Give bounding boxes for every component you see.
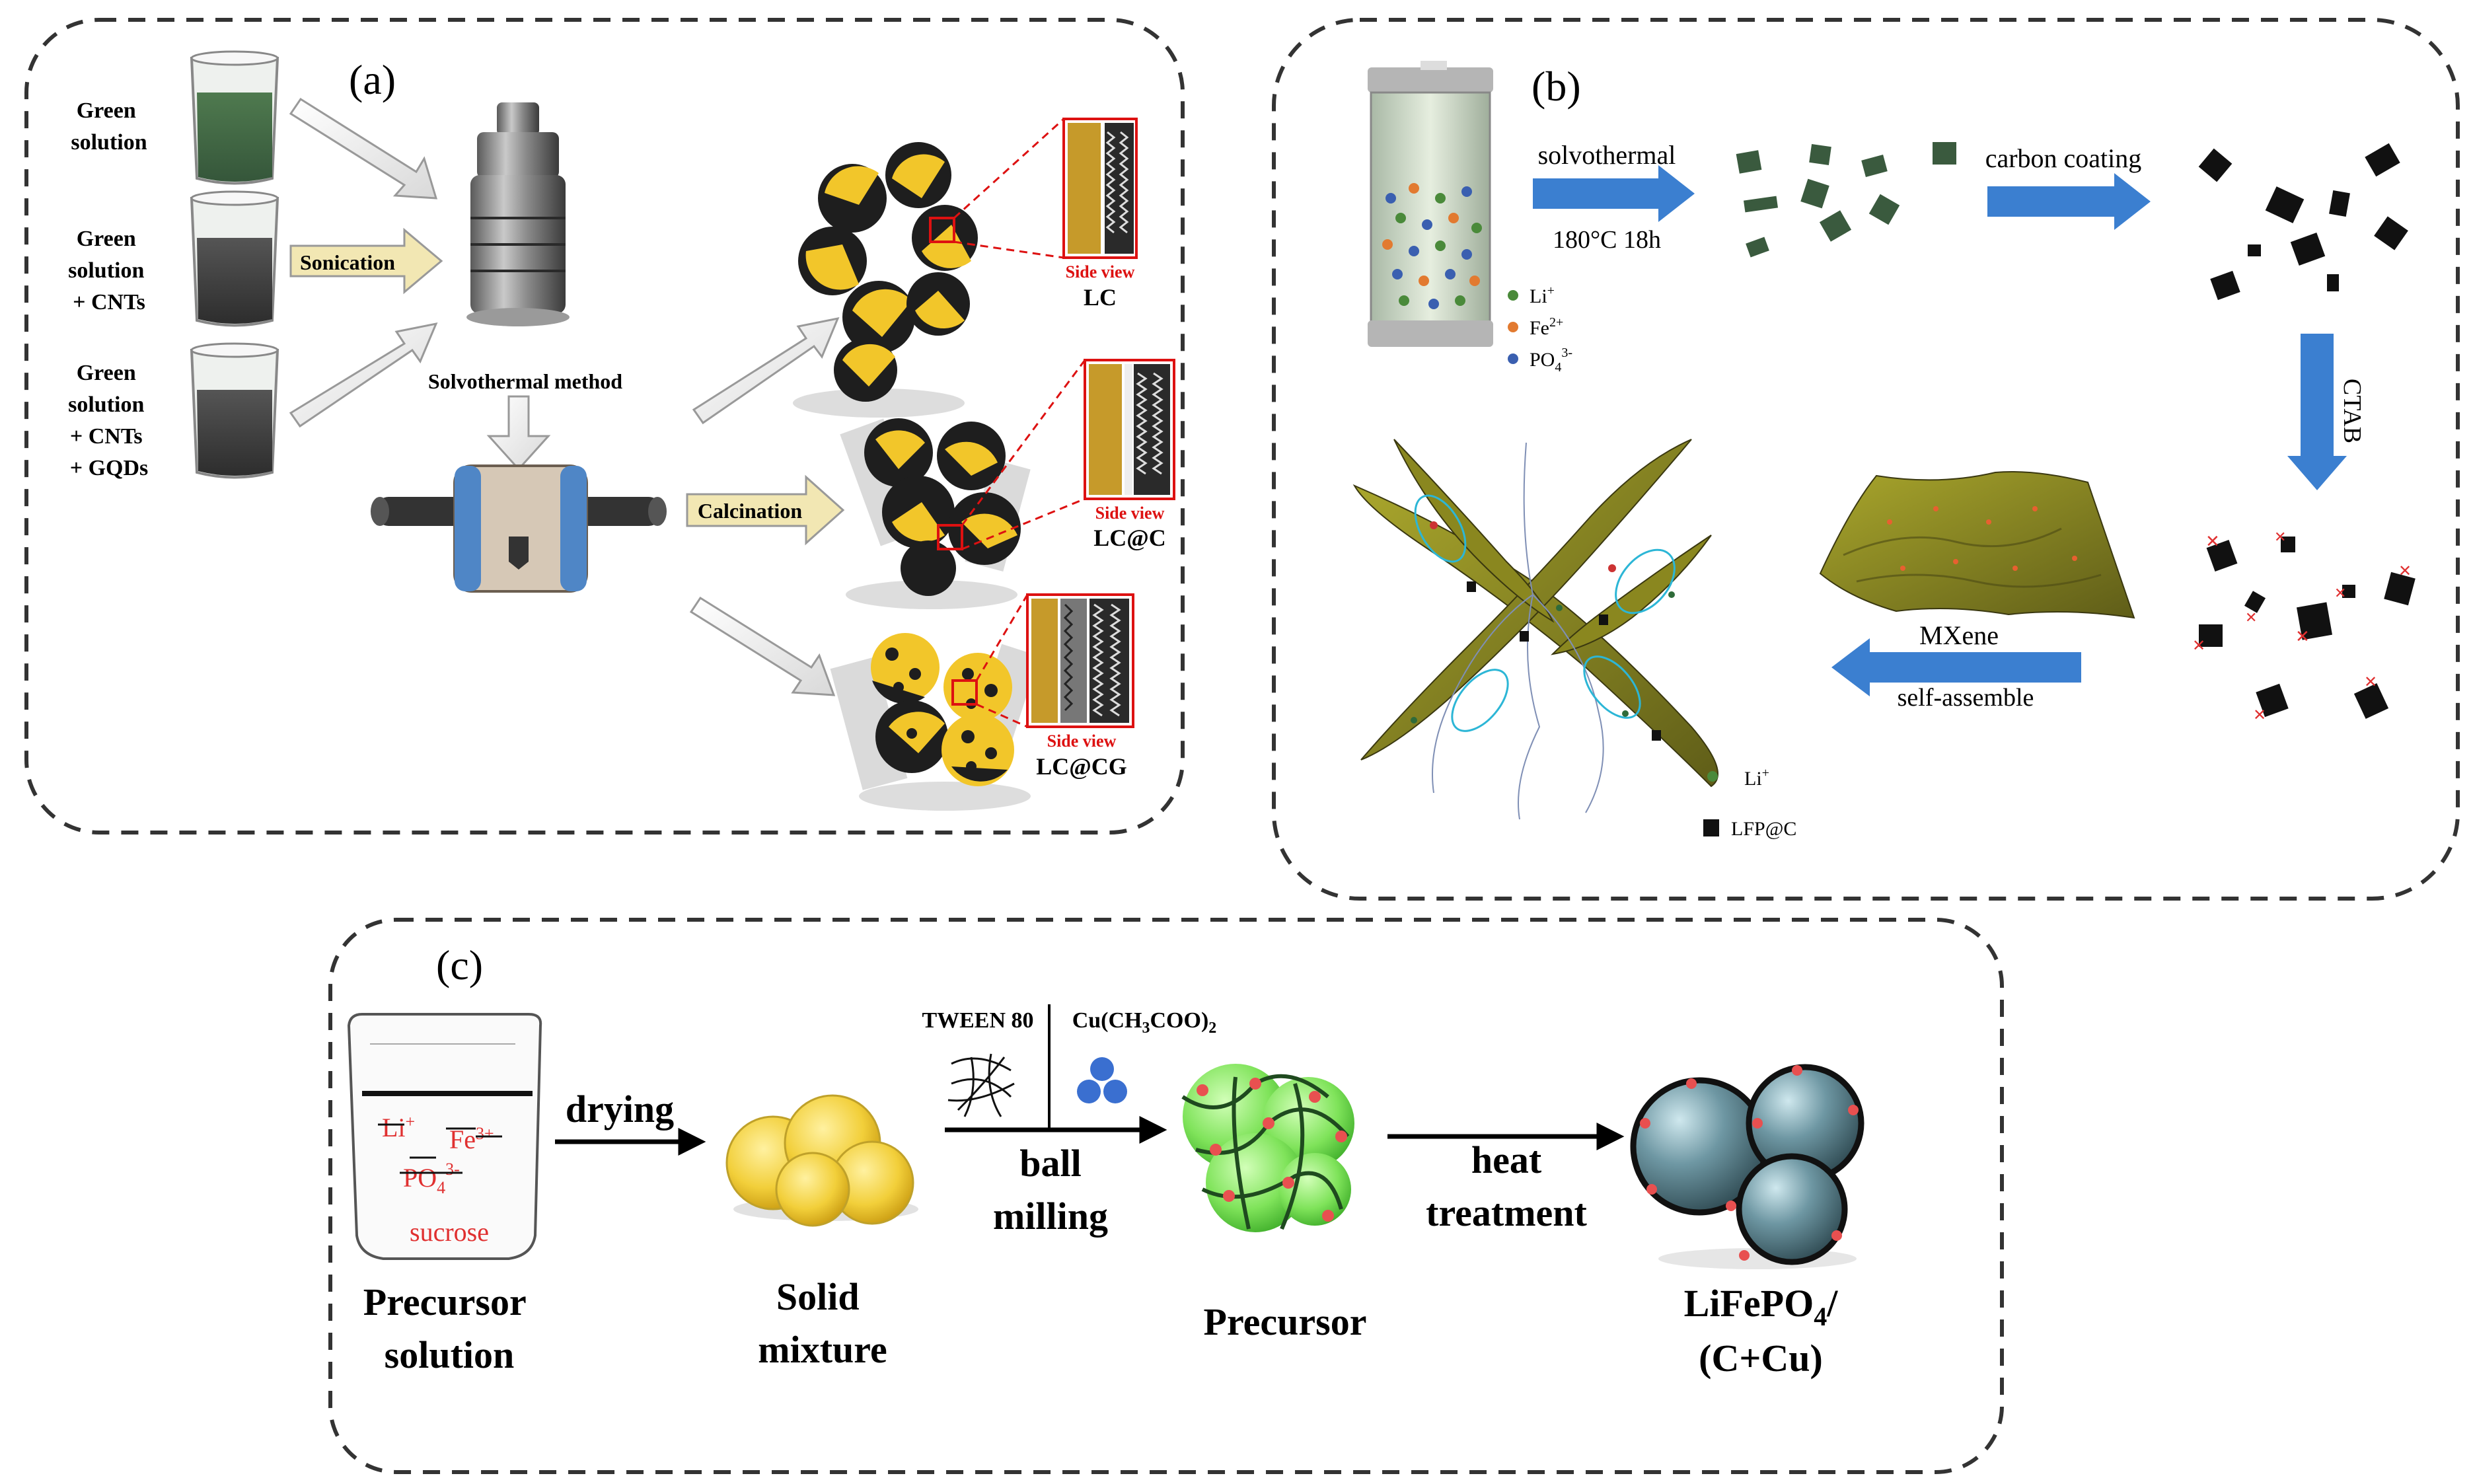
legend-fe-label: Fe2+ bbox=[1530, 315, 1563, 339]
legend-fe-dot bbox=[1508, 322, 1518, 332]
product-caption-line1: LiFePO4/ bbox=[1684, 1282, 1839, 1331]
ctab-label: CTAB bbox=[2338, 379, 2366, 443]
legend-po4-dot bbox=[1508, 353, 1518, 364]
calcination-arrow bbox=[686, 474, 845, 546]
lc-c-side-view-caption: Side view bbox=[1095, 503, 1165, 523]
hollow-arrow-bottom bbox=[289, 322, 438, 428]
hollow-arrow-to-lc bbox=[692, 316, 840, 425]
lc-cg-particle-cluster bbox=[830, 633, 1040, 811]
beaker-cnts-gqds bbox=[190, 342, 279, 479]
lc-c-particle-cluster bbox=[840, 418, 1031, 609]
lc-particle-cluster bbox=[793, 142, 978, 418]
solid-mixture-caption: Solid mixture bbox=[758, 1275, 887, 1371]
beaker-sucrose: sucrose bbox=[410, 1217, 489, 1247]
precursor-beaker bbox=[347, 1013, 542, 1260]
lc-cg-product-label: LC@CG bbox=[1036, 753, 1127, 780]
drying-label: drying bbox=[566, 1088, 674, 1131]
svg-text:✕: ✕ bbox=[2295, 627, 2310, 646]
beaker-cnts bbox=[190, 190, 279, 327]
solvothermal-method-label: Solvothermal method bbox=[428, 369, 622, 393]
treatment-label: treatment bbox=[1426, 1191, 1587, 1234]
svg-text:✕: ✕ bbox=[2274, 529, 2286, 545]
lc-cg-side-view-caption: Side view bbox=[1047, 731, 1117, 751]
mxene-sheet bbox=[1819, 471, 2135, 619]
svg-text:✕: ✕ bbox=[2205, 532, 2220, 551]
solution-2-label: Green solution + CNTs bbox=[68, 227, 150, 315]
precursor-solution-caption: Precursor solution bbox=[363, 1280, 535, 1376]
beaker-ion-dashes bbox=[378, 1123, 502, 1174]
milling-label: milling bbox=[993, 1195, 1108, 1238]
ion-dots bbox=[1382, 183, 1482, 309]
svg-text:✕: ✕ bbox=[2192, 638, 2205, 655]
hollow-arrow-to-lccg bbox=[689, 596, 836, 696]
panel-c-border bbox=[328, 918, 2004, 1474]
precursor-green-blobs bbox=[1181, 1064, 1354, 1232]
tween80-label: TWEEN 80 bbox=[922, 1008, 1033, 1033]
lc-product-label: LC bbox=[1084, 284, 1117, 311]
lifepo4-spheres bbox=[1630, 1064, 1864, 1269]
carbon-coating-label: carbon coating bbox=[1985, 143, 2142, 173]
green-platelets bbox=[1736, 142, 1956, 258]
reactor-vessel-icon bbox=[1368, 61, 1493, 347]
self-assemble-arrow bbox=[1831, 638, 2081, 696]
mxene-label: MXene bbox=[1919, 620, 1999, 650]
hollow-arrow-down bbox=[486, 395, 551, 471]
calcination-label: Calcination bbox=[698, 499, 802, 523]
ball-label: ball bbox=[1019, 1142, 1082, 1185]
cu-acetate-label: Cu(CH3COO)2 bbox=[1072, 1008, 1217, 1037]
tween80-fibers-icon bbox=[947, 1053, 1015, 1117]
legend-lfp-square bbox=[1703, 819, 1719, 836]
carbon-coating-arrow bbox=[1987, 173, 2151, 230]
legend-li-dot-bottom bbox=[1707, 771, 1718, 782]
beaker-green-solution bbox=[190, 50, 279, 185]
sonication-arrow bbox=[289, 227, 443, 295]
mxene-lfp-assembly bbox=[1352, 439, 1718, 820]
panel-b-label: (b) bbox=[1532, 63, 1581, 110]
solvothermal-arrow bbox=[1533, 165, 1695, 222]
sonication-label: Sonication bbox=[300, 250, 395, 274]
lc-side-view-caption: Side view bbox=[1066, 262, 1135, 281]
panel-a-label: (a) bbox=[349, 56, 396, 103]
solid-mixture-blobs bbox=[725, 1094, 918, 1227]
lc-c-side-view-zoom bbox=[961, 359, 1175, 550]
cu-ion-dots-icon bbox=[1077, 1057, 1127, 1103]
beaker-li-ion: Li+ bbox=[382, 1112, 415, 1142]
svg-text:✕: ✕ bbox=[2253, 707, 2266, 724]
legend-po4-label: PO43- bbox=[1530, 346, 1572, 375]
coated-platelets bbox=[2198, 143, 2408, 301]
heat-label: heat bbox=[1471, 1138, 1542, 1181]
legend-lfp-label: LFP@C bbox=[1731, 818, 1796, 840]
svg-text:✕: ✕ bbox=[2364, 674, 2377, 691]
svg-text:✕: ✕ bbox=[2398, 563, 2412, 580]
solution-3-label: Green solution + CNTs + GQDs bbox=[68, 361, 150, 480]
autoclave-icon bbox=[466, 102, 570, 326]
svg-text:✕: ✕ bbox=[2245, 609, 2257, 626]
legend-li-label: Li+ bbox=[1530, 283, 1555, 307]
lc-cg-side-view-zoom bbox=[975, 593, 1134, 728]
svg-text:✕: ✕ bbox=[2334, 585, 2346, 601]
precursor-caption: Precursor bbox=[1204, 1300, 1367, 1343]
lc-c-product-label: LC@C bbox=[1093, 525, 1166, 551]
self-assemble-label: self-assemble bbox=[1898, 684, 2034, 712]
tube-furnace-icon bbox=[371, 464, 667, 593]
lc-side-view-zoom bbox=[953, 118, 1138, 259]
legend-li-dot bbox=[1508, 290, 1518, 301]
ctab-arrow bbox=[2287, 334, 2347, 490]
solution-1-label: Green solution bbox=[71, 98, 147, 155]
legend-li-label-bottom: Li+ bbox=[1744, 766, 1769, 790]
ctab-decorated-platelets: ✕ ✕ ✕ ✕ ✕ ✕ ✕ ✕ ✕ bbox=[2192, 529, 2416, 724]
hollow-arrow-top bbox=[289, 97, 438, 200]
beaker-po4-ion: PO43- bbox=[403, 1160, 460, 1197]
panel-c-label: (c) bbox=[436, 942, 483, 988]
solvothermal-condition: 180°C 18h bbox=[1553, 226, 1661, 254]
panel-a-border bbox=[24, 18, 1185, 835]
product-caption-line2: (C+Cu) bbox=[1699, 1337, 1823, 1380]
panel-b-border bbox=[1272, 18, 2460, 901]
solvothermal-label: solvothermal bbox=[1538, 140, 1676, 170]
